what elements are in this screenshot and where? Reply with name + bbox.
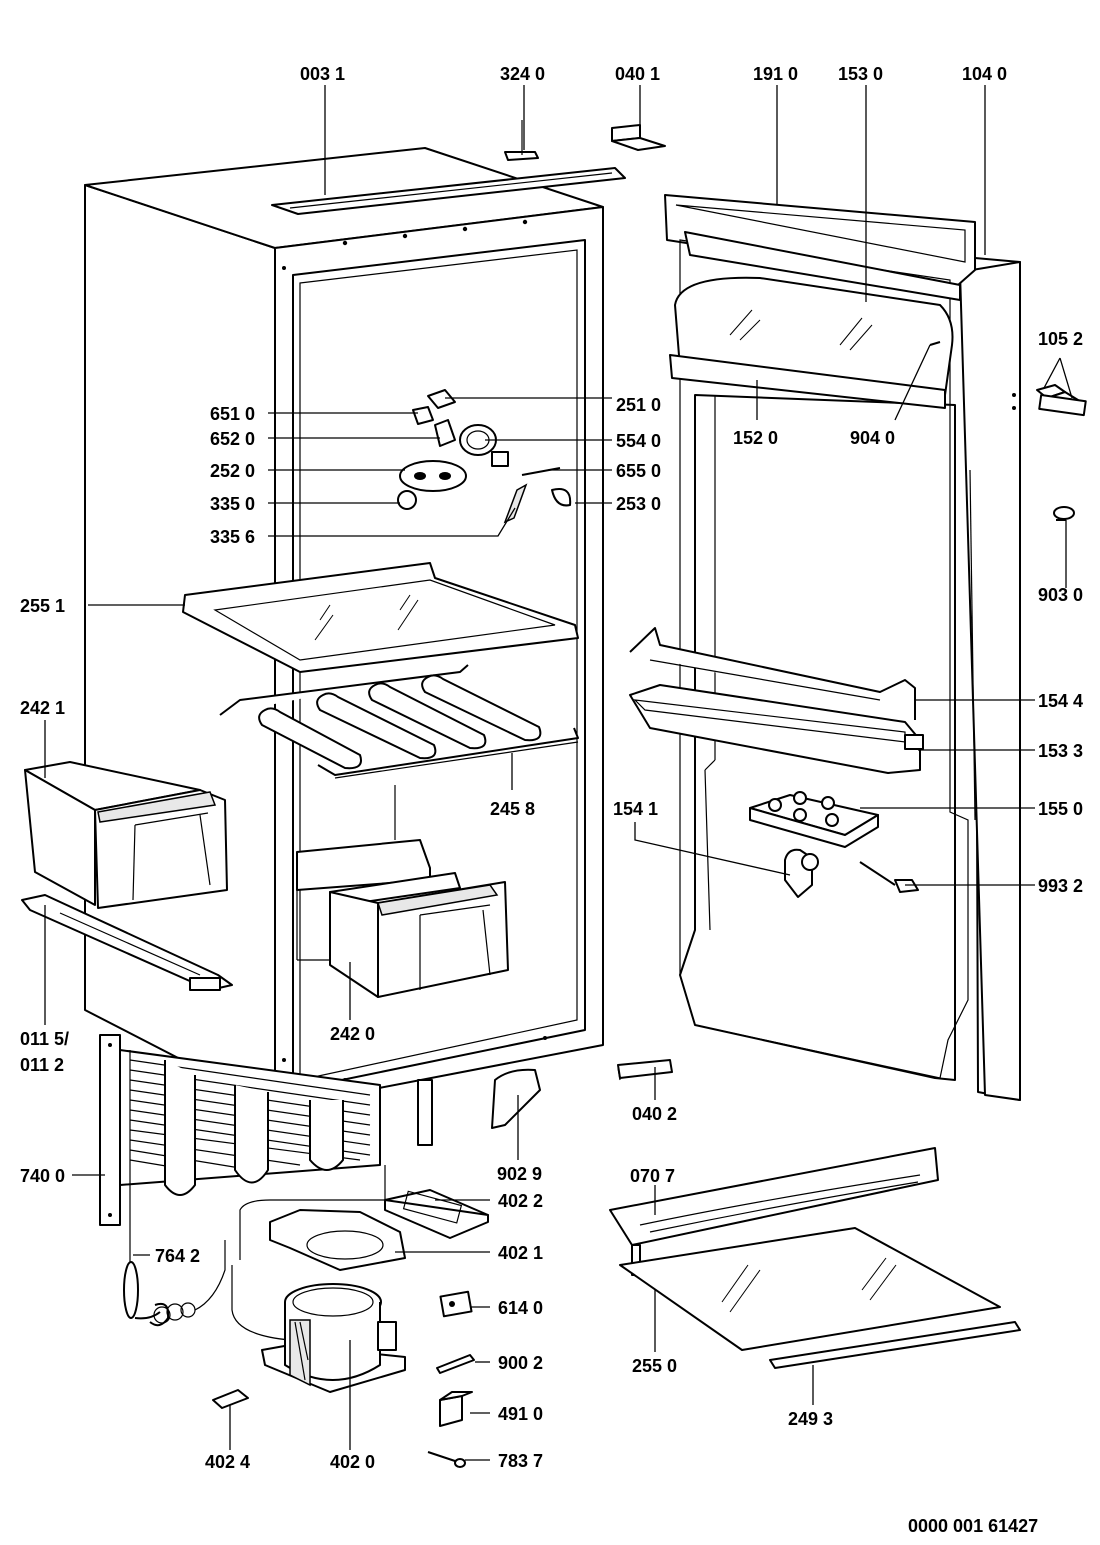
label-402-0: 402 0	[330, 1452, 375, 1472]
label-253-0: 253 0	[616, 494, 661, 514]
label-003-1: 003 1	[300, 64, 345, 84]
glass-shelf-lower	[609, 1147, 1021, 1369]
label-903-0: 903 0	[1038, 585, 1083, 605]
drawing-number: 0000 001 61427	[908, 1516, 1038, 1536]
leader-lines	[44, 85, 1073, 1461]
thermostat-assembly	[397, 389, 572, 524]
label-011-5: 011 5/	[20, 1029, 69, 1049]
part-labels: 003 1 324 0 040 1 191 0 153 0 104 0 105 …	[20, 64, 1083, 1536]
label-249-3: 249 3	[788, 1409, 833, 1429]
hinge-bottom	[617, 1059, 673, 1081]
label-655-0: 655 0	[616, 461, 661, 481]
label-011-2: 011 2	[20, 1055, 64, 1075]
crisper-drawer-upper	[24, 761, 228, 909]
label-105-2: 105 2	[1038, 329, 1083, 349]
label-993-2: 993 2	[1038, 876, 1083, 896]
label-324-0: 324 0	[500, 64, 545, 84]
label-040-2: 040 2	[632, 1104, 677, 1124]
label-153-3: 153 3	[1038, 741, 1083, 761]
compressor-tray	[269, 1209, 406, 1271]
bracket-9029	[491, 1068, 541, 1129]
hinge-right	[1012, 384, 1087, 417]
label-155-0: 155 0	[1038, 799, 1083, 819]
label-402-4: 402 4	[205, 1452, 250, 1472]
label-902-9: 902 9	[497, 1164, 542, 1184]
grommet	[427, 1451, 466, 1468]
label-554-0: 554 0	[616, 431, 661, 451]
label-764-2: 764 2	[155, 1246, 200, 1266]
evaporator	[219, 664, 579, 779]
label-070-7: 070 7	[630, 1166, 675, 1186]
label-900-2: 900 2	[498, 1353, 543, 1373]
door-pin	[1053, 506, 1075, 521]
label-154-4: 154 4	[1038, 691, 1083, 711]
relay	[439, 1290, 473, 1318]
label-153-0: 153 0	[838, 64, 883, 84]
label-335-6: 335 6	[210, 527, 255, 547]
label-251-0: 251 0	[616, 395, 661, 415]
label-191-0: 191 0	[753, 64, 798, 84]
capillary-tube	[123, 1050, 226, 1327]
crisper-drawer-lower	[329, 872, 509, 998]
label-402-1: 402 1	[498, 1243, 543, 1263]
compressor	[231, 1165, 406, 1393]
label-242-0: 242 0	[330, 1024, 375, 1044]
label-652-0: 652 0	[210, 429, 255, 449]
label-255-1: 255 1	[20, 596, 65, 616]
condenser-coil	[99, 1034, 433, 1226]
label-245-8: 245 8	[490, 799, 535, 819]
door	[629, 194, 1021, 1101]
label-651-0: 651 0	[210, 404, 255, 424]
label-402-2: 402 2	[498, 1191, 543, 1211]
label-242-1: 242 1	[20, 698, 65, 718]
cable-clip	[439, 1391, 473, 1427]
label-904-0: 904 0	[850, 428, 895, 448]
label-335-0: 335 0	[210, 494, 255, 514]
hinge-top-left	[611, 124, 666, 151]
label-252-0: 252 0	[210, 461, 255, 481]
capacitor	[436, 1354, 475, 1374]
label-152-0: 152 0	[733, 428, 778, 448]
label-255-0: 255 0	[632, 1356, 677, 1376]
label-491-0: 491 0	[498, 1404, 543, 1424]
drawer-rail	[21, 894, 233, 991]
label-740-0: 740 0	[20, 1166, 65, 1186]
label-783-7: 783 7	[498, 1451, 543, 1471]
relay-cover	[384, 1189, 489, 1239]
label-104-0: 104 0	[962, 64, 1007, 84]
glass-shelf-upper	[182, 562, 579, 673]
inner-drawer-frame	[296, 785, 431, 961]
top-rail	[271, 120, 626, 215]
fixing-clip	[212, 1389, 249, 1409]
label-040-1: 040 1	[615, 64, 660, 84]
label-614-0: 614 0	[498, 1298, 543, 1318]
label-154-1: 154 1	[613, 799, 658, 819]
